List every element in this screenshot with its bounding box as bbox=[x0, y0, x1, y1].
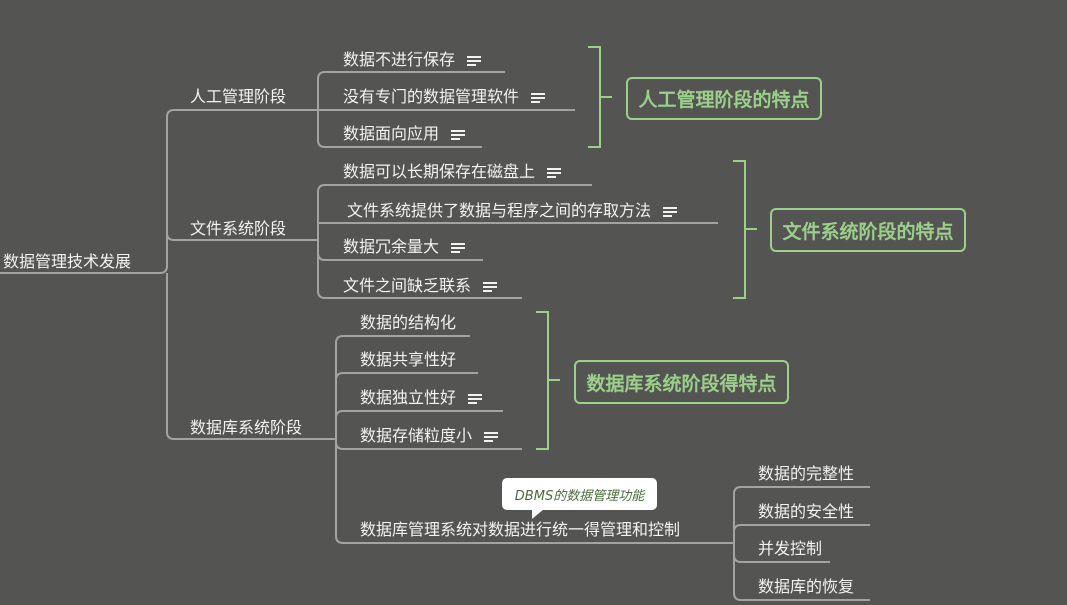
notes-icon[interactable] bbox=[451, 128, 466, 142]
topic[interactable]: 数据存储粒度小 bbox=[360, 426, 499, 446]
notes-icon[interactable] bbox=[663, 205, 678, 219]
topic[interactable]: 并发控制 bbox=[758, 539, 823, 558]
topic[interactable]: 数据面向应用 bbox=[343, 124, 466, 144]
summary-manual-stage[interactable]: 人工管理阶段的特点 bbox=[626, 77, 822, 120]
root-topic[interactable]: 数据管理技术发展 bbox=[3, 252, 132, 271]
notes-icon[interactable] bbox=[467, 54, 482, 68]
topic[interactable]: 数据库管理系统对数据进行统一得管理和控制 bbox=[360, 520, 681, 539]
topic-label: 数据不进行保存 bbox=[343, 50, 456, 69]
notes-icon[interactable] bbox=[484, 430, 499, 444]
branch-database-stage[interactable]: 数据库系统阶段 bbox=[190, 418, 303, 437]
topic[interactable]: 数据冗余量大 bbox=[343, 237, 466, 257]
topic-label: 数据可以长期保存在磁盘上 bbox=[343, 162, 536, 181]
notes-icon[interactable] bbox=[547, 166, 562, 180]
notes-icon[interactable] bbox=[483, 280, 498, 294]
summary-file-system-stage[interactable]: 文件系统阶段的特点 bbox=[770, 208, 966, 252]
callout-label[interactable]: DBMS的数据管理功能 bbox=[502, 478, 657, 519]
topic[interactable]: 数据不进行保存 bbox=[343, 50, 482, 70]
topic[interactable]: 文件之间缺乏联系 bbox=[343, 276, 498, 296]
topic-label: 数据冗余量大 bbox=[343, 237, 440, 256]
topic[interactable]: 数据独立性好 bbox=[360, 388, 483, 408]
summary-database-stage[interactable]: 数据库系统阶段得特点 bbox=[574, 360, 789, 404]
topic[interactable]: 数据的结构化 bbox=[360, 313, 457, 332]
topic[interactable]: 数据共享性好 bbox=[360, 350, 457, 369]
topic-label: 文件系统提供了数据与程序之间的存取方法 bbox=[347, 201, 652, 220]
branch-file-system-stage[interactable]: 文件系统阶段 bbox=[190, 219, 287, 238]
notes-icon[interactable] bbox=[531, 91, 546, 105]
topic-label: 没有专门的数据管理软件 bbox=[343, 87, 520, 106]
topic[interactable]: 文件系统提供了数据与程序之间的存取方法 bbox=[347, 201, 678, 221]
notes-icon[interactable] bbox=[468, 392, 483, 406]
topic[interactable]: 数据的完整性 bbox=[758, 464, 855, 483]
topic-label: 数据存储粒度小 bbox=[360, 426, 473, 445]
topic[interactable]: 没有专门的数据管理软件 bbox=[343, 87, 546, 107]
topic[interactable]: 数据可以长期保存在磁盘上 bbox=[343, 162, 562, 182]
topic[interactable]: 数据库的恢复 bbox=[758, 577, 855, 596]
branch-manual-stage[interactable]: 人工管理阶段 bbox=[190, 87, 287, 106]
notes-icon[interactable] bbox=[451, 241, 466, 255]
topic-label: 文件之间缺乏联系 bbox=[343, 276, 472, 295]
topic[interactable]: 数据的安全性 bbox=[758, 502, 855, 521]
topic-label: 数据独立性好 bbox=[360, 388, 457, 407]
topic-label: 数据面向应用 bbox=[343, 124, 440, 143]
